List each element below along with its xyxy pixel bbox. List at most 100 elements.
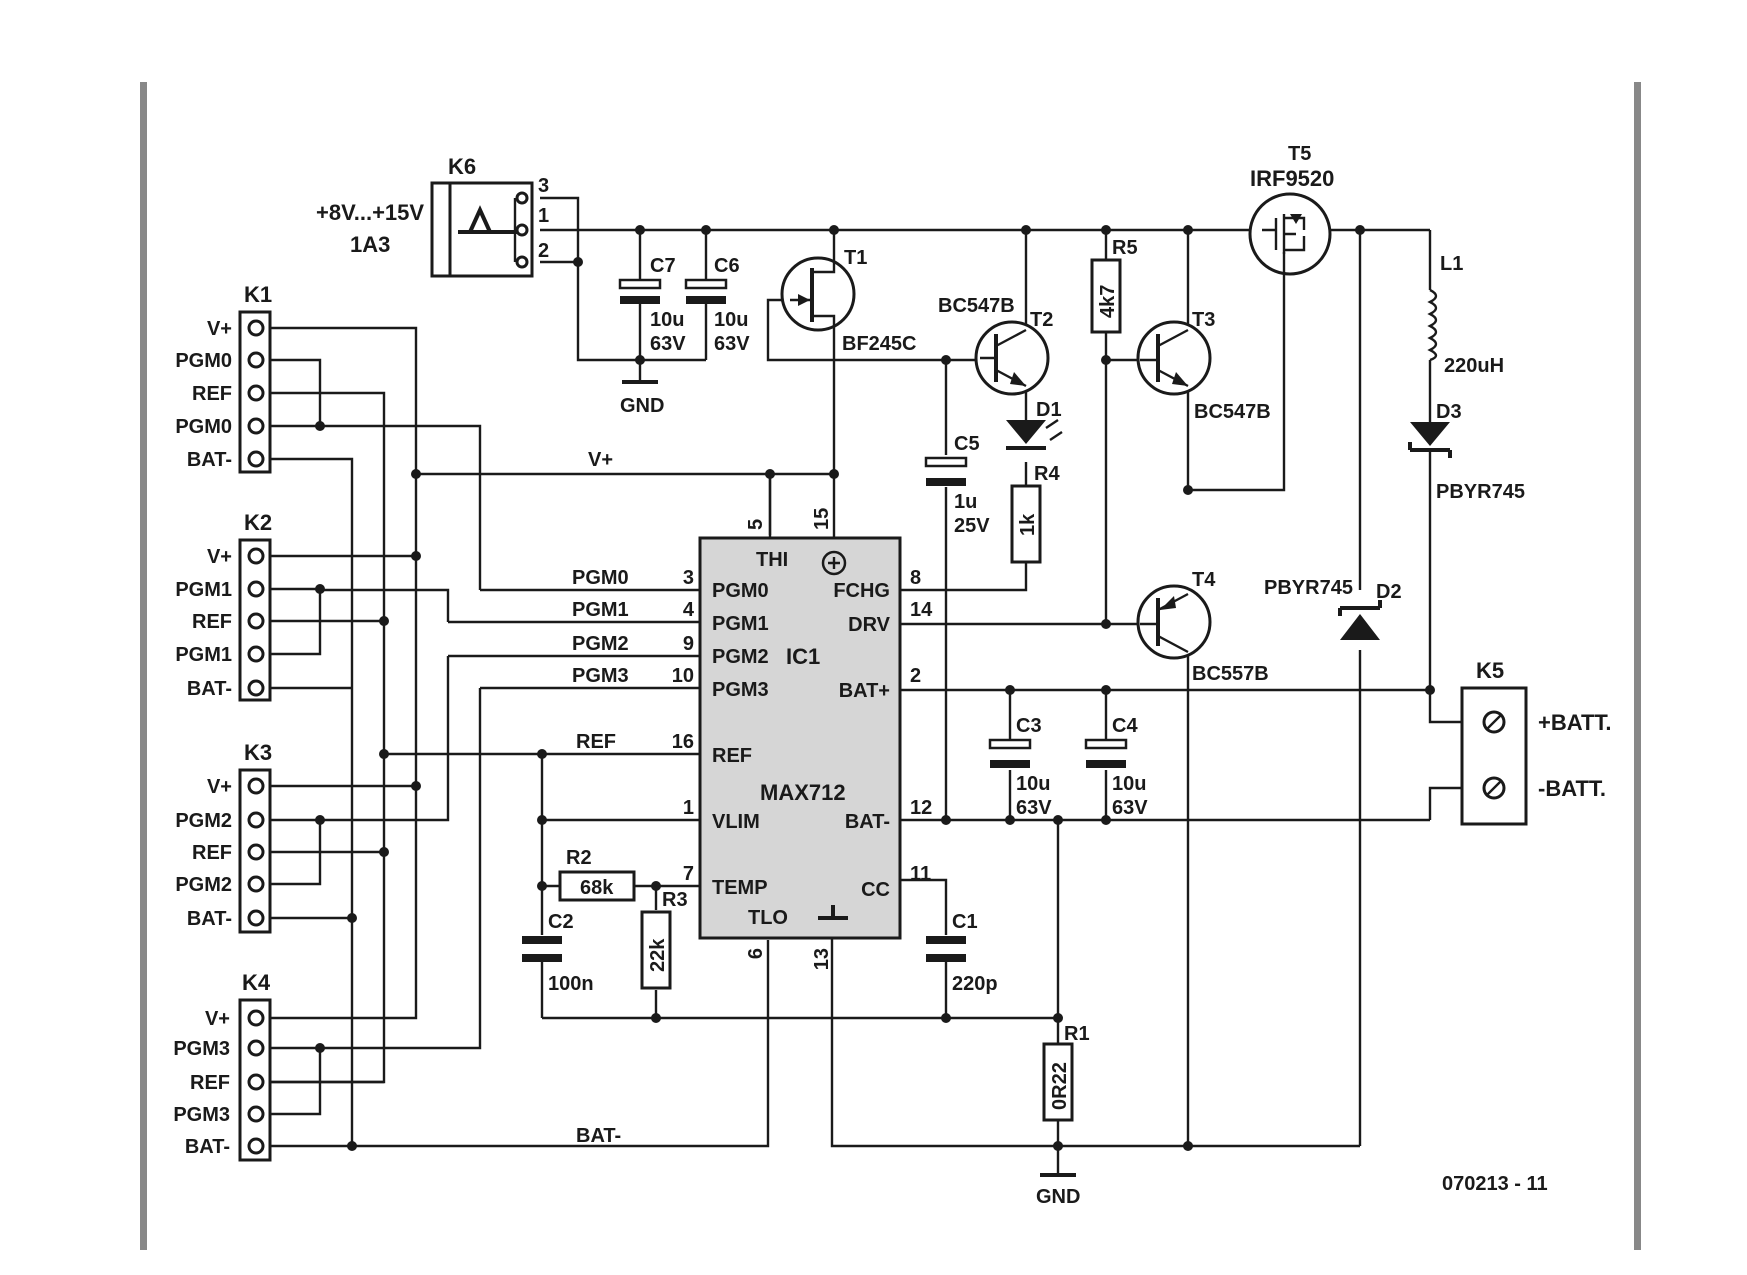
ic1-pin-num: 7 [683,863,694,885]
ic1-pin-name: BAT- [845,811,890,833]
ic1-pin-name: DRV [848,614,891,636]
ic1-pin-name: REF [712,745,752,767]
d3-ref: D3 [1436,401,1462,423]
transistor-t2: T2 BC547B [938,295,1053,396]
ic1-pin-name: TEMP [712,877,768,899]
r3-value: 22k [647,938,669,972]
r3-ref: R3 [662,889,688,911]
r5-value: 4k7 [1097,285,1119,318]
c5-rating: 25V [954,515,990,537]
t5-ref: T5 [1288,143,1311,165]
l1-ref: L1 [1440,253,1463,275]
ic1-pin-num: 3 [683,567,694,589]
gnd-label-top: GND [620,395,664,417]
net-label-vplus: V+ [588,449,613,471]
capacitor-c7: C7 10u 63V [618,255,686,355]
ic1-pin-name: BAT+ [839,680,890,702]
r2-value: 68k [580,877,614,899]
connector-k2: K2 V+ PGM1 REF PGM1 BAT- [175,510,272,702]
t4-part: BC557B [1192,663,1269,685]
k5-pos-label: +BATT. [1538,710,1612,735]
ic1-pin-num: 8 [910,567,921,589]
ic1-max712: IC1 MAX712 THI 5 15 PGM0 PGM1 PGM2 PGM3 … [672,474,933,970]
k4-pin-label: PGM3 [173,1038,230,1060]
d2-ref: D2 [1376,581,1402,603]
capacitor-c1: C1 220p [926,911,998,995]
left-border-bar [140,82,147,1250]
figure-code: 070213 - 11 [1442,1173,1548,1195]
k4-pin-label: REF [190,1072,230,1094]
k1-pin-label: PGM0 [175,350,232,372]
connector-k4: K4 V+ PGM3 REF PGM3 BAT- [173,970,272,1162]
d1-ref: D1 [1036,399,1062,421]
resistor-r4: R4 1k [1010,463,1060,564]
c4-value: 10u [1112,773,1146,795]
t1-part: BF245C [842,333,916,355]
net-label-pgm3: PGM3 [572,665,629,687]
capacitor-c6: C6 10u 63V [684,255,750,355]
k2-pin-label: PGM1 [175,644,232,666]
capacitor-c2: C2 100n [522,911,594,995]
c7-rating: 63V [650,333,686,355]
capacitor-c3: C3 10u 63V [988,715,1052,819]
r1-ref: R1 [1064,1023,1090,1045]
ic1-pin-name: FCHG [833,580,890,602]
ic1-pin-num: 13 [811,948,833,970]
c6-rating: 63V [714,333,750,355]
resistor-r1: R1 0R22 [1042,1023,1090,1122]
c5-ref: C5 [954,433,980,455]
transistor-t5: T5 IRF9520 [1248,143,1334,282]
transistor-t1: T1 BF245C [780,247,916,355]
d2-part: PBYR745 [1264,577,1353,599]
t5-part: IRF9520 [1250,166,1334,191]
k2-pin-label: BAT- [187,678,232,700]
c6-value: 10u [714,309,748,331]
ic1-pin-num: 1 [683,797,694,819]
k3-label: K3 [244,740,272,765]
d3-part: PBYR745 [1436,481,1525,503]
k6-pin-2: 2 [538,240,549,262]
net-label-pgm2: PGM2 [572,633,629,655]
k4-pin-label: V+ [205,1008,230,1030]
c4-ref: C4 [1112,715,1138,737]
k2-pin-label: V+ [207,546,232,568]
transistor-t3: T3 BC547B [1136,309,1271,423]
k3-pin-label: PGM2 [175,874,232,896]
c5-value: 1u [954,491,977,513]
c3-ref: C3 [1016,715,1042,737]
ic1-pin-num: 2 [910,665,921,687]
ic1-pin-name: TLO [748,907,788,929]
net-labels: V+ PGM0 PGM1 PGM2 PGM3 REF BAT- [572,449,629,1147]
k6-power-jack: K6 3 1 2 +8V...+15V 1A3 [316,154,549,278]
k4-pin-label: PGM3 [173,1104,230,1126]
k1-pin-label: V+ [207,318,232,340]
r4-value: 1k [1017,513,1039,536]
connector-k3: K3 V+ PGM2 REF PGM2 BAT- [175,740,272,934]
k1-pin-label: BAT- [187,449,232,471]
ic1-pin-num: 16 [672,731,694,753]
ic1-part: MAX712 [760,780,846,805]
ic1-pin-name: PGM3 [712,679,769,701]
r1-value: 0R22 [1049,1062,1071,1110]
ic1-pin-num: 9 [683,633,694,655]
c7-ref: C7 [650,255,676,277]
ic1-pin-name: THI [756,549,788,571]
supply-current-label: 1A3 [350,232,390,257]
ic1-pin-name: CC [861,879,890,901]
connector-k1: K1 V+ PGM0 REF PGM0 BAT- [175,282,272,474]
ic1-pin-num: 11 [910,863,931,885]
k6-label: K6 [448,154,476,179]
ic1-pin-name: PGM2 [712,646,769,668]
k2-label: K2 [244,510,272,535]
junction-dots [315,225,1435,1151]
k5-ref: K5 [1476,658,1504,683]
net-label-batminus: BAT- [576,1125,621,1147]
net-label-pgm1: PGM1 [572,599,629,621]
capacitor-c5: C5 1u 25V [924,433,990,537]
k2-pin-label: PGM1 [175,579,232,601]
r4-ref: R4 [1034,463,1060,485]
diode-d3: D3 PBYR745 [1408,401,1525,503]
c4-rating: 63V [1112,797,1148,819]
t3-part: BC547B [1194,401,1271,423]
